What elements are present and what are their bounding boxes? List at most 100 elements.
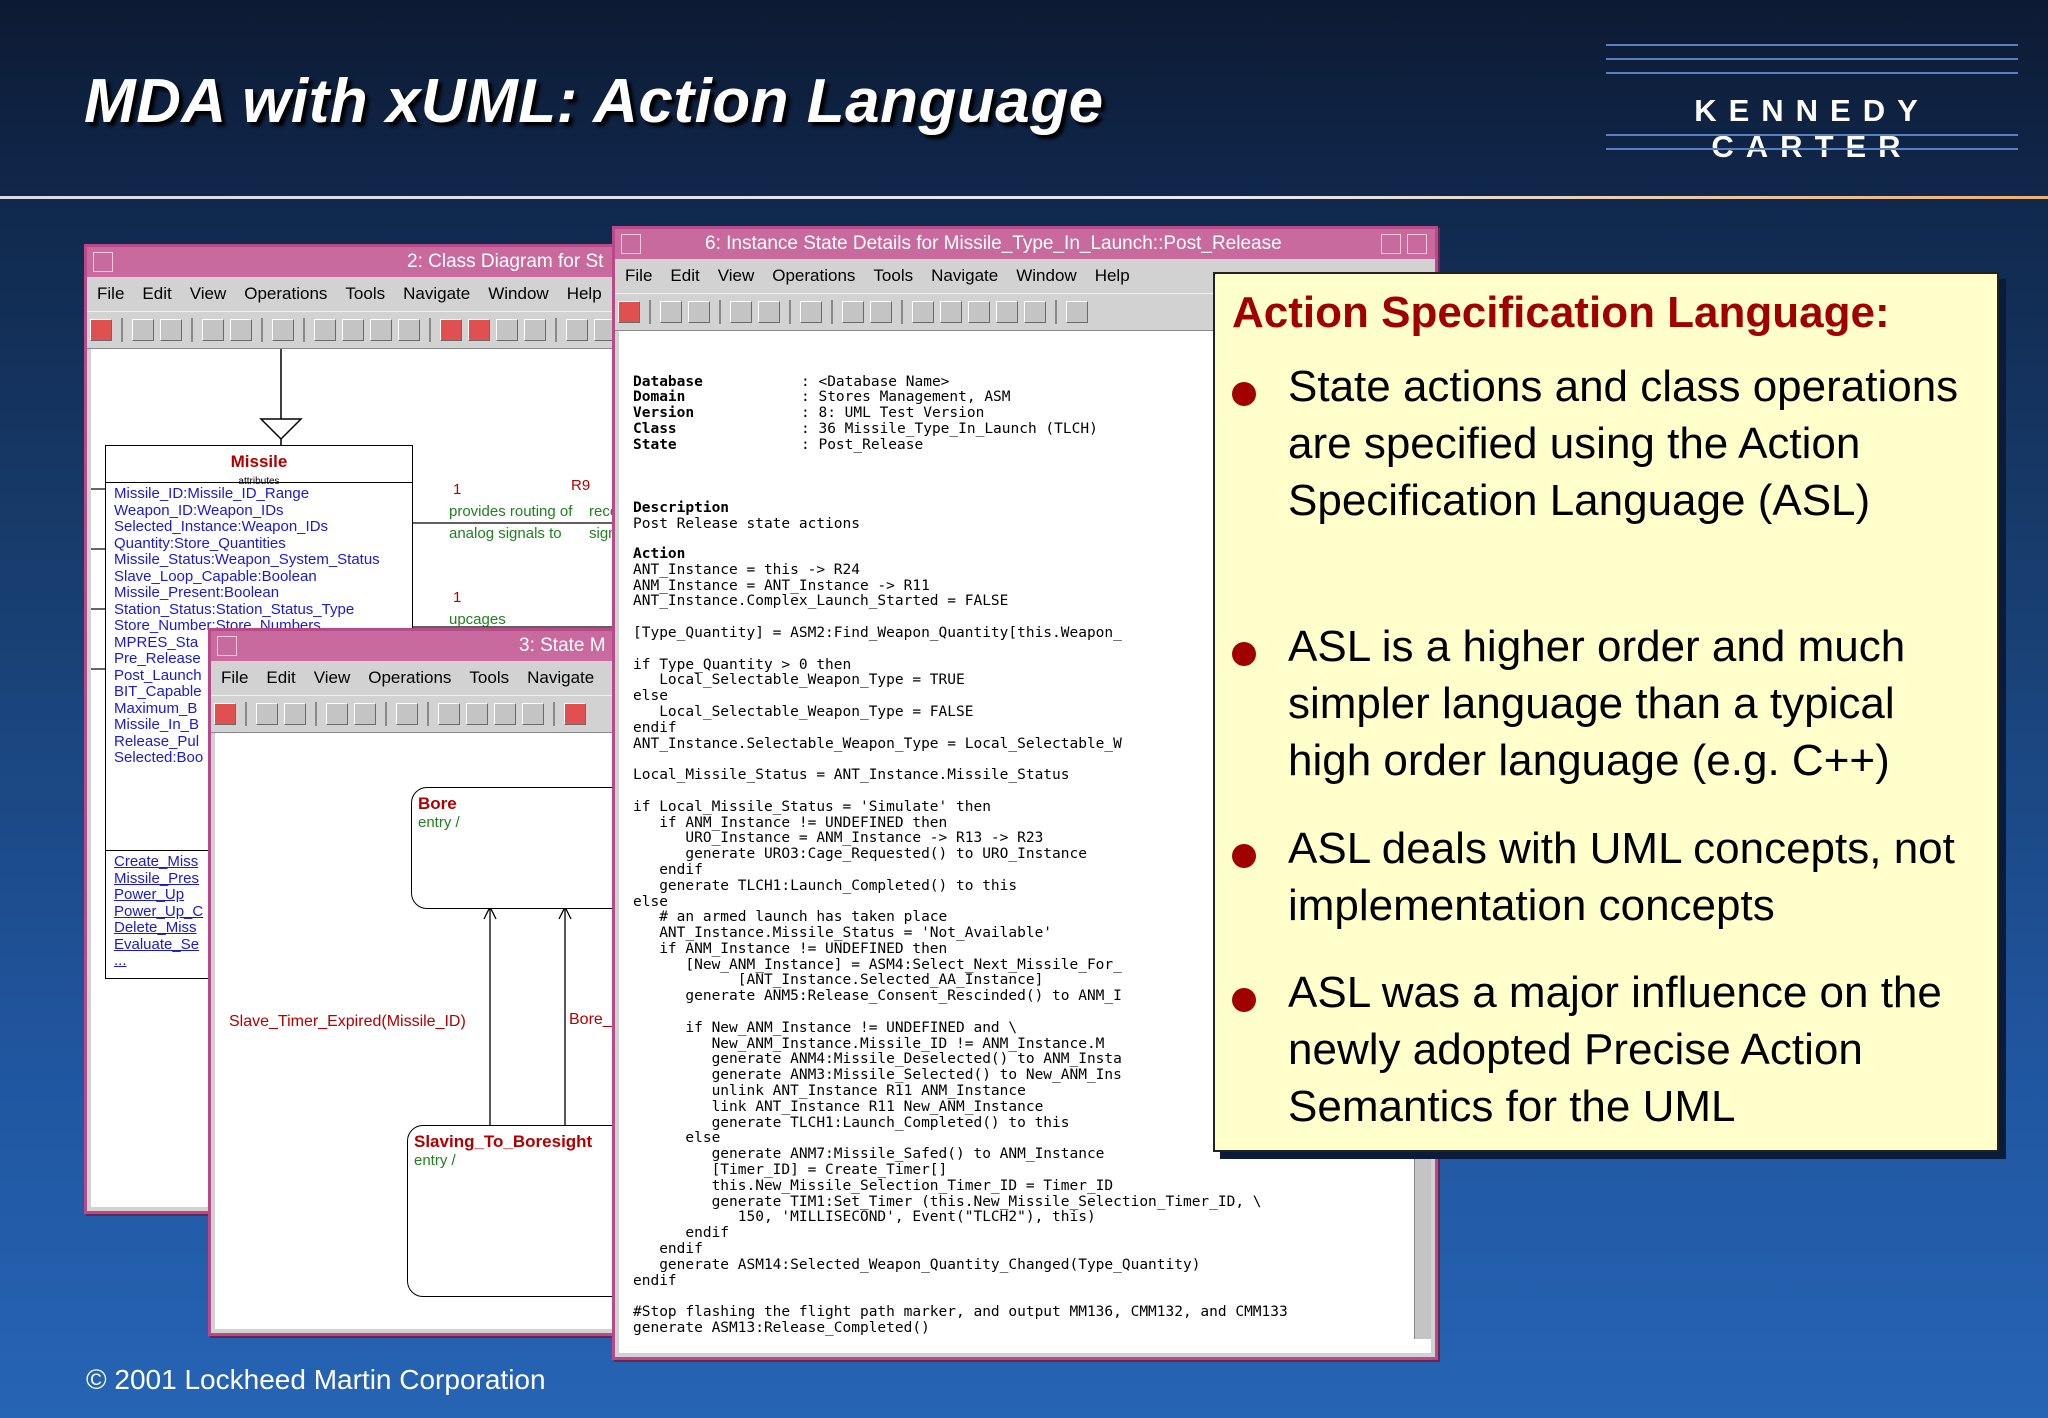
operation-row[interactable]: Delete_Miss [114, 919, 197, 936]
grid-icon[interactable] [564, 703, 586, 725]
menu-edit[interactable]: Edit [142, 284, 172, 303]
attribute-row: Slave_Loop_Capable:Boolean [114, 567, 317, 585]
window-menu-button[interactable] [93, 252, 113, 272]
class-name: Missile [230, 452, 288, 471]
header-key: Domain [633, 389, 686, 406]
layout-icon[interactable] [468, 319, 490, 341]
forward-list-icon[interactable] [1024, 301, 1046, 323]
bullet-icon [1232, 382, 1256, 406]
print-icon[interactable] [730, 301, 752, 323]
code-line: if Local_Missile_Status = 'Simulate' the… [633, 798, 991, 815]
back-list-icon[interactable] [940, 301, 962, 323]
menu-file[interactable]: File [221, 668, 249, 687]
binoculars-icon[interactable] [272, 319, 294, 341]
window-menu-button[interactable] [621, 234, 641, 254]
state-machine-canvas[interactable]: Bore entry / Slave_Timer_Expired(Missile… [215, 733, 631, 1329]
menu-tools[interactable]: Tools [469, 668, 510, 687]
fit-icon[interactable] [524, 319, 546, 341]
select-tool-icon[interactable] [90, 319, 112, 341]
menu-operations[interactable]: Operations [244, 284, 328, 303]
forward-icon[interactable] [996, 301, 1018, 323]
operation-row[interactable]: ... [114, 952, 127, 969]
state-machine-window[interactable]: 3: State M File Edit View Operations Tools Na… [208, 628, 634, 1336]
window-menu-button[interactable] [217, 636, 237, 656]
pencil-icon[interactable] [132, 319, 154, 341]
code-line [633, 610, 1288, 626]
operation-row[interactable]: Evaluate_Se [114, 935, 200, 953]
pencil-icon[interactable] [256, 703, 278, 725]
print-icon[interactable] [202, 319, 224, 341]
binoculars-icon[interactable] [800, 301, 822, 323]
menu-tools[interactable]: Tools [873, 266, 914, 285]
scissors-icon[interactable] [284, 703, 306, 725]
menu-view[interactable]: View [189, 284, 227, 303]
dropdown-icon[interactable] [968, 301, 990, 323]
menu-view[interactable]: View [313, 668, 351, 687]
refresh-icon[interactable] [1066, 301, 1088, 323]
print-preview-icon[interactable] [230, 319, 252, 341]
menu-navigate[interactable]: Navigate [931, 266, 999, 285]
menu-file[interactable]: File [625, 266, 653, 285]
font-larger-icon[interactable] [842, 301, 864, 323]
link-icon[interactable] [496, 319, 518, 341]
menu-operations[interactable]: Operations [772, 266, 856, 285]
font-smaller-icon[interactable] [870, 301, 892, 323]
zoom-in-icon[interactable] [466, 703, 488, 725]
scissors-icon[interactable] [688, 301, 710, 323]
state-machine-titlebar[interactable]: 3: State M [211, 631, 631, 661]
header-key: Database [633, 373, 703, 390]
print-icon[interactable] [326, 703, 348, 725]
select-tool-icon[interactable] [618, 301, 640, 323]
maximize-button[interactable] [1407, 234, 1427, 254]
menu-navigate[interactable]: Navigate [403, 284, 471, 303]
operation-row[interactable]: Power_Up_C [114, 902, 204, 920]
relationship-phrase: sign [589, 525, 617, 542]
attribute-row: Maximum_B [114, 699, 198, 717]
attribute-row: Missile_Present:Boolean [114, 584, 280, 601]
menu-edit[interactable]: Edit [670, 266, 700, 285]
menu-file[interactable]: File [97, 284, 125, 303]
attribute-row: Release_Pul [114, 732, 200, 750]
zoom-out-icon[interactable] [370, 319, 392, 341]
menu-view[interactable]: View [717, 266, 755, 285]
zoom-out-icon[interactable] [494, 703, 516, 725]
print-preview-icon[interactable] [758, 301, 780, 323]
page-icon[interactable] [314, 319, 336, 341]
menu-navigate[interactable]: Navigate [527, 668, 595, 687]
bullet-text: ASL was a major influence on the newly a… [1288, 968, 1942, 1131]
state-slaving-to-boresight[interactable]: Slaving_To_Boresight entry / [407, 1125, 631, 1297]
menu-window[interactable]: Window [488, 284, 549, 303]
select-tool-icon[interactable] [214, 703, 236, 725]
back-icon[interactable] [912, 301, 934, 323]
instance-state-titlebar[interactable]: 6: Instance State Details for Missile_Ty… [615, 229, 1435, 259]
relationship-multiplicity: 1 [453, 481, 462, 498]
menu-help[interactable]: Help [1094, 266, 1130, 285]
pencil-icon[interactable] [660, 301, 682, 323]
operation-row[interactable]: Missile_Pres [114, 869, 200, 887]
scissors-icon[interactable] [160, 319, 182, 341]
print-preview-icon[interactable] [354, 703, 376, 725]
back-icon[interactable] [566, 319, 588, 341]
class-diagram-titlebar[interactable]: 2: Class Diagram for St [87, 247, 627, 277]
menu-tools[interactable]: Tools [345, 284, 386, 303]
zoom-in-icon[interactable] [342, 319, 364, 341]
menu-help[interactable]: Help [566, 284, 602, 303]
operation-row[interactable]: Create_Miss [114, 853, 199, 870]
move-icon[interactable] [522, 703, 544, 725]
minimize-button[interactable] [1381, 234, 1401, 254]
state-bore[interactable]: Bore entry / [411, 787, 631, 909]
menu-window[interactable]: Window [1016, 266, 1077, 285]
move-icon[interactable] [398, 319, 420, 341]
menu-edit[interactable]: Edit [266, 668, 296, 687]
page-icon[interactable] [438, 703, 460, 725]
attribute-row: Missile_Status:Weapon_System_Status [114, 551, 380, 568]
menu-operations[interactable]: Operations [368, 668, 452, 687]
code-line: endif [633, 1272, 677, 1289]
binoculars-icon[interactable] [396, 703, 418, 725]
grid-icon[interactable] [440, 319, 462, 341]
header-value: : 36 Missile_Type_In_Launch (TLCH) [801, 420, 1098, 437]
asl-callout: Action Specification Language: State act… [1213, 272, 1999, 1152]
operation-row[interactable]: Power_Up [114, 886, 185, 903]
code-line: if ANM_Instance != UNDEFINED then [633, 814, 948, 831]
